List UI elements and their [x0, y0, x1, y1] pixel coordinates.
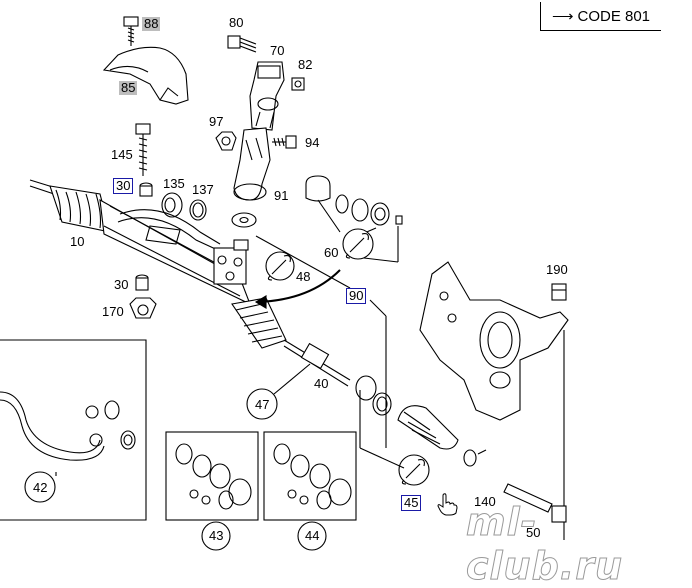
curved-arrow-icon	[257, 269, 341, 303]
part-label-94: 94	[305, 135, 320, 150]
tie-rod-40-icon	[283, 339, 351, 387]
bushing-30-icon	[139, 182, 153, 197]
bolt-145-icon	[135, 123, 151, 176]
parts-diagram: ⟶ CODE 801 80 88 70 82 85 97 94 145 91 3…	[0, 2, 661, 588]
watermark: ml-club.ru	[466, 500, 624, 588]
nut-97-icon	[215, 131, 237, 151]
part-label-43: 43	[209, 528, 224, 543]
hand-cursor-icon	[437, 493, 458, 516]
part-label-40: 40	[314, 376, 329, 391]
leader-48	[255, 235, 351, 289]
part-label-48: 48	[296, 269, 311, 284]
hose-detail-box	[0, 339, 147, 521]
part-label-91: 91	[274, 188, 289, 203]
oring-137-icon	[189, 199, 207, 221]
part-label-42: 42	[33, 480, 48, 495]
bolt-80-icon	[227, 35, 257, 53]
part-label-44: 44	[305, 528, 320, 543]
bolt-88-icon	[123, 16, 139, 46]
steering-knuckle-icon	[419, 261, 569, 421]
part-label-82: 82	[298, 57, 313, 72]
part-label-135: 135	[163, 176, 185, 191]
code-label: CODE 801	[577, 7, 651, 25]
part-link-30[interactable]: 30	[113, 178, 134, 194]
seal-kit-43-box	[165, 431, 259, 521]
part-label-10: 10	[70, 234, 85, 249]
bolt-94-icon	[272, 135, 297, 149]
wrench-icon-48	[265, 251, 295, 281]
arrow-head-icon	[254, 295, 267, 309]
oring-pair-icon	[355, 375, 392, 416]
part-label-97: 97	[209, 114, 224, 129]
leader-90	[369, 299, 387, 317]
part-label-137: 137	[192, 182, 214, 197]
diagram-drawing	[0, 16, 569, 551]
part-label-47: 47	[255, 397, 270, 412]
part-label-145: 145	[111, 147, 133, 162]
boot-91-icon	[233, 127, 271, 201]
rack-boot-icon	[231, 297, 287, 349]
universal-joint-70-icon	[249, 61, 285, 131]
callout-44-circle	[297, 521, 327, 551]
part-label-50: 50	[526, 525, 541, 540]
callout-42-circle	[24, 471, 56, 503]
leader-45b	[359, 447, 405, 469]
part-label-30b: 30	[114, 277, 129, 292]
clamp-140-icon	[463, 449, 487, 467]
nut-170-icon	[129, 297, 157, 319]
cap-135-icon	[161, 192, 183, 218]
arrow-right-icon: ⟶	[551, 8, 574, 25]
nut-82-icon	[291, 77, 305, 91]
part-link-90[interactable]: 90	[346, 288, 367, 304]
part-label-88: 88	[142, 16, 161, 31]
part-label-70: 70	[270, 43, 285, 58]
seal-kit-60-icon	[305, 175, 403, 263]
bushing-30b-icon	[135, 274, 149, 291]
inner-boot-icon	[397, 405, 459, 450]
part-label-170: 170	[102, 304, 124, 319]
part-label-140: 140	[474, 494, 496, 509]
valve-body-icon	[213, 239, 249, 285]
wrench-icon-45	[398, 454, 430, 486]
cover-85-icon	[102, 46, 189, 105]
wrench-icon	[342, 228, 374, 260]
seal-kit-44-box	[263, 431, 357, 521]
part-label-190: 190	[546, 262, 568, 277]
washer-icon	[231, 212, 257, 228]
nut-190-icon	[551, 283, 567, 301]
tie-rod-end-50-icon	[503, 483, 567, 523]
part-label-60: 60	[324, 245, 339, 260]
part-link-45[interactable]: 45	[401, 495, 422, 511]
callout-43-circle	[201, 521, 231, 551]
leader-47	[273, 363, 311, 395]
code-801-link[interactable]: ⟶ CODE 801	[540, 2, 661, 31]
part-label-85: 85	[119, 80, 138, 95]
part-label-80: 80	[229, 15, 244, 30]
callout-47-circle	[246, 388, 278, 420]
